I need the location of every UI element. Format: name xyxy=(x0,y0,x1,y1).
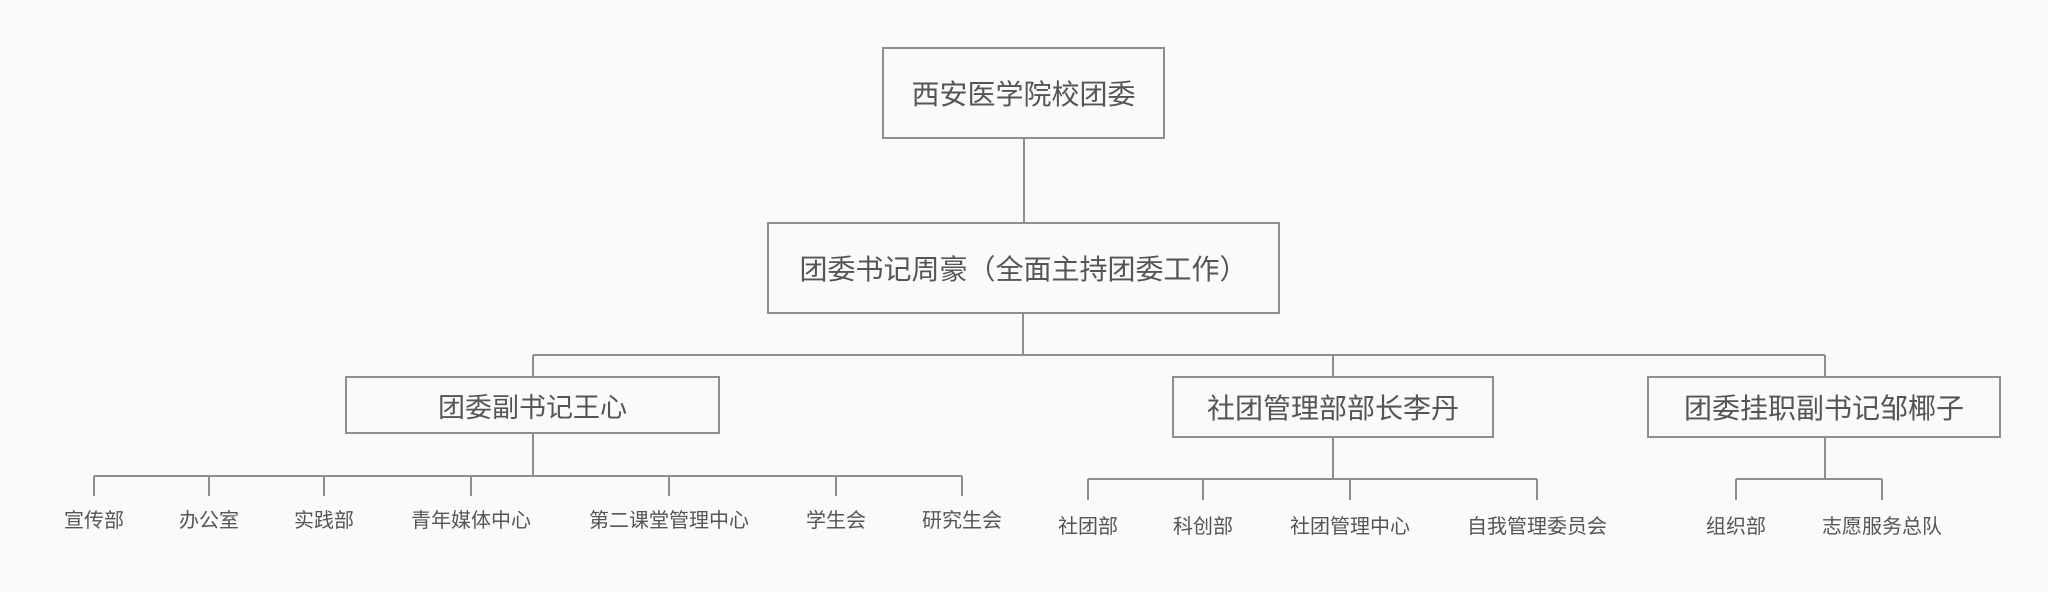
department-label: 第二课堂管理中心 xyxy=(589,508,749,532)
branch-node-box: 社团管理部部长李丹 xyxy=(1172,376,1494,438)
department-label: 办公室 xyxy=(179,508,239,532)
secretary-node-box: 团委书记周豪（全面主持团委工作） xyxy=(767,222,1280,314)
branch-node-label: 团委挂职副书记邹椰子 xyxy=(1683,392,1964,425)
department-label: 组织部 xyxy=(1706,514,1766,538)
department-label: 科创部 xyxy=(1173,514,1233,538)
department-label: 社团部 xyxy=(1058,514,1118,538)
department-label: 研究生会 xyxy=(922,508,1002,532)
department-label: 青年媒体中心 xyxy=(411,508,531,532)
branch-node-box: 团委副书记王心 xyxy=(345,376,720,434)
department-label: 自我管理委员会 xyxy=(1467,514,1607,538)
secretary-node-label: 团委书记周豪（全面主持团委工作） xyxy=(799,253,1248,286)
branch-node-box: 团委挂职副书记邹椰子 xyxy=(1647,376,2001,438)
department-label: 学生会 xyxy=(806,508,866,532)
department-label: 宣传部 xyxy=(64,508,124,532)
department-label: 实践部 xyxy=(294,508,354,532)
department-label: 志愿服务总队 xyxy=(1822,514,1942,538)
branch-node-label: 团委副书记王心 xyxy=(438,392,627,424)
department-label: 社团管理中心 xyxy=(1290,514,1410,538)
branch-node-label: 社团管理部部长李丹 xyxy=(1206,392,1459,425)
root-node-box: 西安医学院校团委 xyxy=(882,47,1165,139)
root-node-label: 西安医学院校团委 xyxy=(911,78,1136,111)
